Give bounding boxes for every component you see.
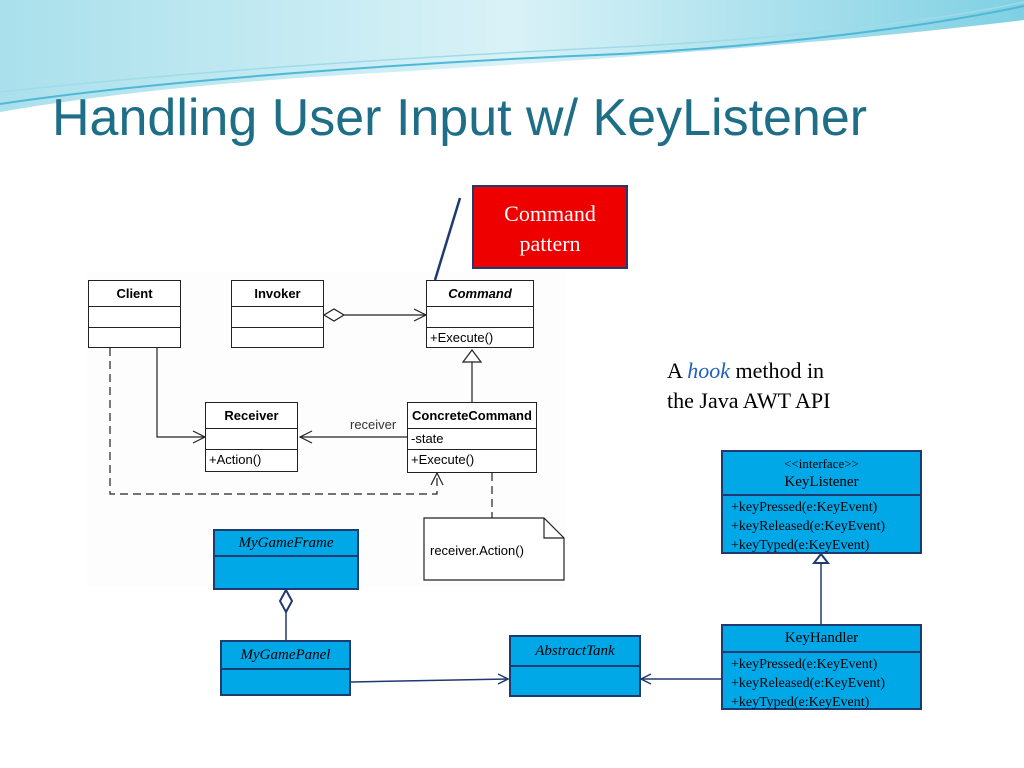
receiver-class-name: Receiver: [206, 403, 297, 429]
realization-triangle: [811, 552, 831, 564]
command-operation: +Execute(): [430, 330, 494, 345]
hook-rest: method in: [729, 358, 825, 383]
keyhandler-class-name: KeyHandler: [723, 626, 920, 653]
concrete-command-class: ConcreteCommand -state +Execute(): [407, 402, 537, 473]
mygameframe-class-name: MyGameFrame: [215, 531, 357, 557]
concrete-command-attribute: -state: [408, 429, 536, 450]
header-swoosh: [0, 0, 1024, 112]
keyhandler-op-released: +keyReleased(e:KeyEvent): [731, 676, 886, 691]
keylistener-class-name: KeyListener: [784, 474, 859, 490]
callout-pointer: [433, 197, 462, 281]
keyhandler-class: KeyHandler +keyPressed(e:KeyEvent) +keyR…: [721, 624, 922, 710]
inheritance-triangle: [461, 349, 483, 363]
command-class-name: Command: [427, 281, 533, 307]
keyhandler-op-typed: +keyTyped(e:KeyEvent): [731, 695, 870, 710]
callout-line-2: pattern: [519, 231, 581, 256]
keyhandler-operations: +keyPressed(e:KeyEvent) +keyReleased(e:K…: [723, 653, 920, 712]
abstracttank-class-name: AbstractTank: [511, 637, 639, 667]
keylistener-op-pressed: +keyPressed(e:KeyEvent): [731, 500, 878, 515]
composition-diamond: [278, 587, 294, 615]
hook-prefix: A: [667, 358, 688, 383]
concrete-command-class-name: ConcreteCommand: [408, 403, 536, 429]
keyhandler-op-pressed: +keyPressed(e:KeyEvent): [731, 657, 878, 672]
keylistener-op-released: +keyReleased(e:KeyEvent): [731, 519, 886, 534]
aggregation-diamond: [322, 308, 346, 322]
receiver-operation: +Action(): [209, 452, 262, 467]
abstracttank-class: AbstractTank: [509, 635, 641, 697]
page-title: Handling User Input w/ KeyListener: [52, 89, 868, 147]
keylistener-interface: <<interface>> KeyListener +keyPressed(e:…: [721, 450, 922, 554]
invoker-class: Invoker: [231, 280, 324, 348]
mygameframe-class: MyGameFrame: [213, 529, 359, 590]
note-text: receiver.Action(): [430, 543, 524, 558]
note: receiver.Action(): [424, 518, 564, 580]
client-class: Client: [88, 280, 181, 348]
receiver-association-label: receiver: [350, 417, 397, 432]
hook-emphasis: hook: [687, 358, 730, 383]
keylistener-operations: +keyPressed(e:KeyEvent) +keyReleased(e:K…: [723, 496, 920, 555]
callout-line-1: Command: [504, 201, 596, 226]
keylistener-op-typed: +keyTyped(e:KeyEvent): [731, 538, 870, 553]
client-class-name: Client: [89, 281, 180, 307]
mygamepanel-class-name: MyGamePanel: [222, 642, 349, 670]
mygamepanel-class: MyGamePanel: [220, 640, 351, 696]
hook-method-note: A hook method in the Java AWT API: [667, 356, 897, 416]
receiver-class: Receiver +Action(): [205, 402, 298, 472]
command-class: Command +Execute(): [426, 280, 534, 348]
invoker-class-name: Invoker: [232, 281, 323, 307]
command-pattern-callout: Command pattern: [472, 185, 628, 269]
interface-stereotype: <<interface>>: [784, 456, 859, 471]
hook-line-2: the Java AWT API: [667, 388, 831, 413]
concrete-command-operation: +Execute(): [411, 452, 475, 467]
